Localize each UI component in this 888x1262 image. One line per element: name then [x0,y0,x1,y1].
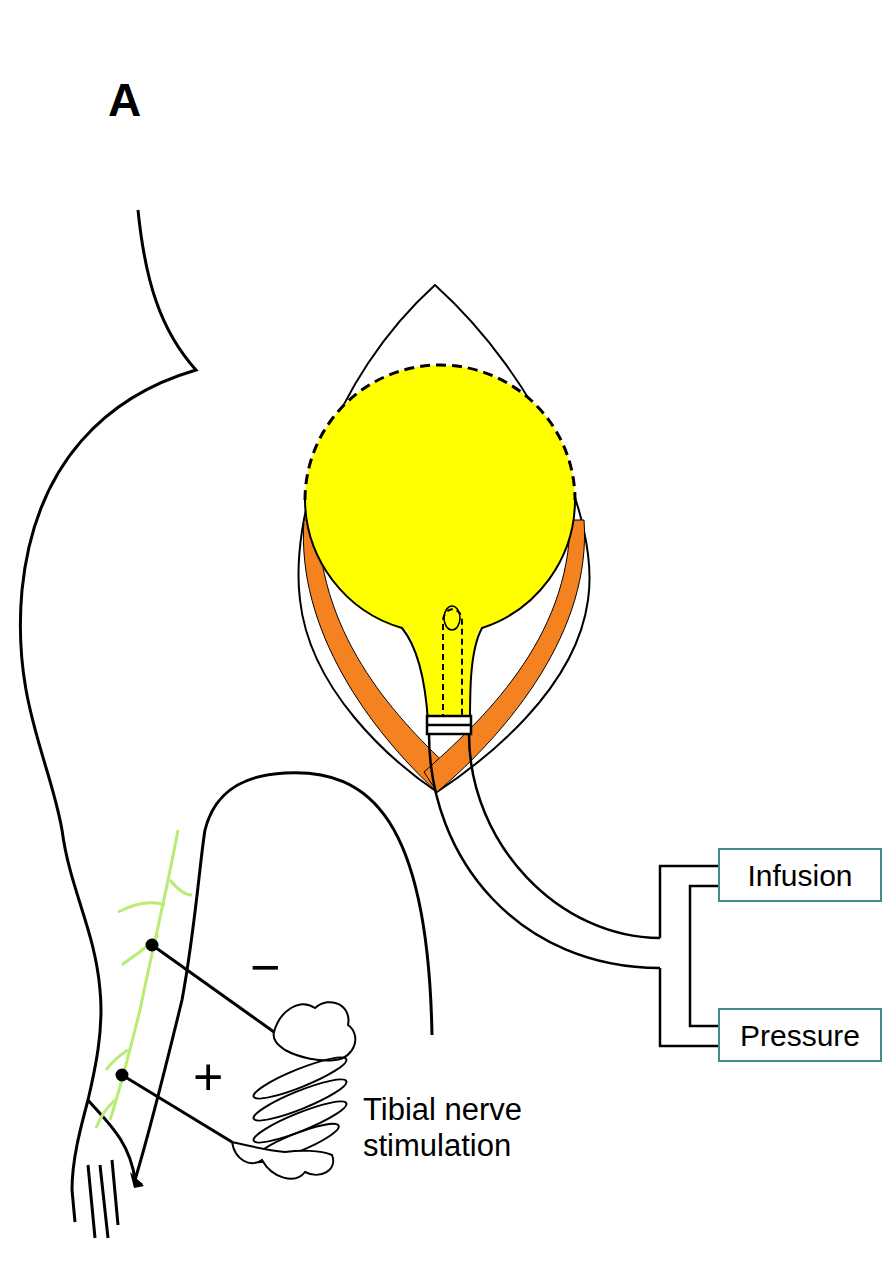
infusion-box: Infusion [718,848,882,902]
box-label: Pressure [740,1019,860,1052]
stimulation-label: Tibial nerve stimulation [363,1092,595,1163]
rat-paw [130,1172,144,1188]
panel-letter: A [108,74,141,127]
electrode-polarity: − [250,938,280,998]
catheter-tube [427,716,718,1046]
electrode-polarity: + [193,1048,223,1108]
pressure-box: Pressure [718,1008,882,1062]
stimulator-symbol [232,1002,355,1179]
bladder [299,285,590,792]
tibial-nerve [96,830,192,1128]
box-label: Infusion [747,859,852,892]
